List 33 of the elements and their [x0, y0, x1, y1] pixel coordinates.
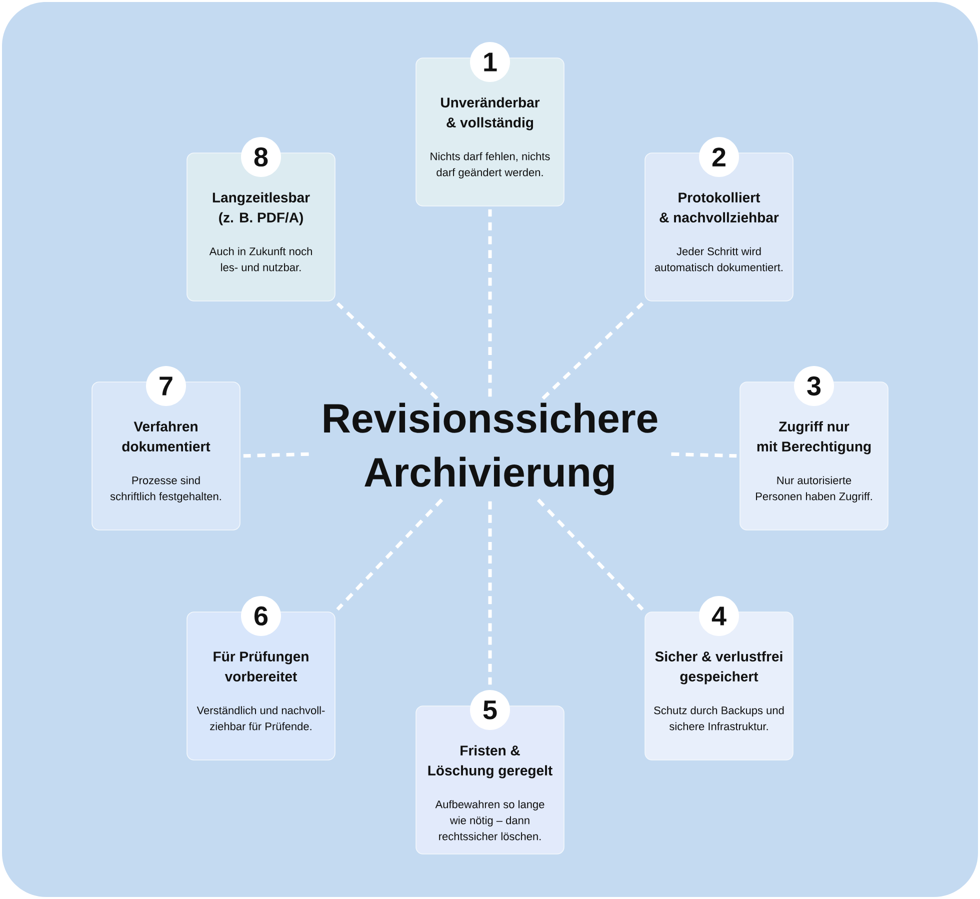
number-badge: 4 — [699, 596, 739, 636]
card-description: Nur autorisierte Personen haben Zugriff. — [756, 476, 872, 502]
connector-line — [542, 302, 644, 400]
card-title: Sicher & verlustfrei gespeichert — [655, 651, 782, 684]
card-description: Jeder Schritt wird automatisch dokumentiert. — [654, 247, 782, 272]
connector-line — [336, 302, 438, 400]
connector-line — [488, 501, 492, 685]
card-description: Schutz durch Backups und sichere Infrastruktur. — [654, 706, 784, 730]
connector-line — [243, 452, 309, 458]
central-heading: Revisionssichere Archivierung — [324, 402, 658, 496]
number-badge: 8 — [241, 137, 281, 177]
number-badge: 3 — [794, 366, 834, 406]
connector-line — [671, 452, 737, 458]
number-badge: 6 — [241, 596, 281, 636]
card-title: Zugriff nur mit Berechtigung — [757, 421, 871, 454]
card-description: Prozesse sind schriftlich festgehalten. — [110, 476, 221, 502]
card-description: Verständlich und nachvoll-ziehbar für Prüfende. — [196, 706, 325, 730]
number-badge: 2 — [699, 137, 739, 177]
card-description: Auch in Zukunft noch les- und nutzbar. — [209, 247, 312, 272]
number-badge: 1 — [470, 42, 510, 82]
connector-line — [536, 498, 644, 611]
card-title: Fristen & Löschung geregelt — [428, 745, 552, 778]
card-description: Nichts darf fehlen, nichts darf geändert werden. — [430, 152, 550, 178]
card-title: Unveränderbar & vollständig — [441, 97, 540, 130]
card-title: Protokolliert & nachvollziehbar — [660, 192, 779, 222]
connector-line — [488, 209, 492, 397]
card-title: Langzeitlesbar (z. B. PDF/A) — [212, 192, 310, 226]
number-badge: 5 — [470, 690, 510, 730]
card-title: Verfahren dokumentiert — [122, 421, 210, 452]
card-description: Aufbewahren so lange wie nötig – dann rechtssicher löschen. — [435, 800, 544, 840]
card-title: Für Prüfungen vorbereitet — [214, 651, 308, 682]
number-badge: 7 — [146, 366, 186, 406]
connector-line — [336, 498, 444, 611]
